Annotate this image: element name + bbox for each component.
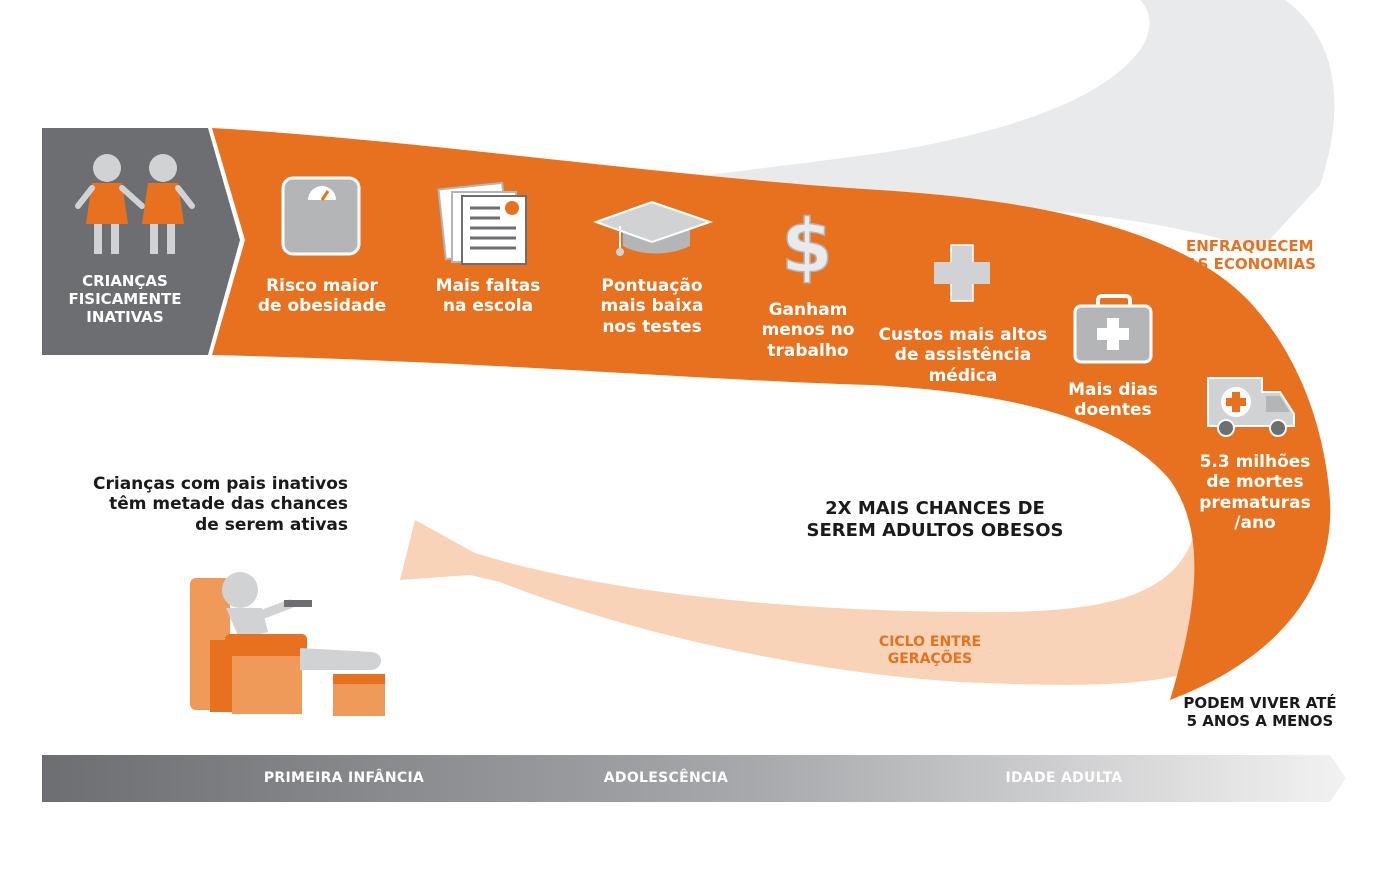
first-aid-kit-icon bbox=[1073, 294, 1153, 364]
band-label-costs: Custos mais altos de assistência médica bbox=[878, 325, 1048, 386]
band-label-school: Mais faltas na escola bbox=[435, 276, 541, 317]
band-label-deaths: 5.3 milhões de mortes prematuras /ano bbox=[1199, 452, 1311, 534]
start-box-label: CRIANÇAS FISICAMENTE INATIVAS bbox=[68, 272, 182, 326]
papers-icon bbox=[437, 181, 527, 265]
scale-icon bbox=[281, 176, 361, 256]
start-box bbox=[42, 128, 240, 355]
ambulance-icon bbox=[1207, 377, 1295, 437]
obese-label: 2X MAIS CHANCES DE SEREM ADULTOS OBESOS bbox=[806, 498, 1064, 541]
parents-label: Crianças com pais inativos têm metade da… bbox=[93, 474, 348, 535]
cycle-arrow bbox=[400, 520, 1240, 685]
dollar-icon: $ bbox=[781, 204, 833, 290]
person-armchair-icon bbox=[190, 572, 385, 716]
timeline-stage-adulthood: IDADE ADULTA bbox=[1005, 770, 1123, 786]
timeline-stage-early-childhood: PRIMEIRA INFÂNCIA bbox=[263, 770, 425, 786]
band-label-sick-days: Mais dias doentes bbox=[1068, 380, 1158, 421]
band-label-obesity: Risco maior de obesidade bbox=[257, 276, 387, 317]
band-label-tests: Pontuação mais baixa nos testes bbox=[600, 276, 704, 337]
graduation-cap-icon bbox=[593, 200, 714, 256]
economies-label: ENFRAQUECEM AS ECONOMIAS bbox=[1186, 237, 1316, 273]
medical-cross-icon bbox=[934, 244, 990, 302]
orange-band bbox=[212, 128, 1331, 700]
band-label-income: Ganham menos no trabalho bbox=[761, 300, 855, 361]
timeline-bar bbox=[42, 755, 1346, 802]
lifespan-label: PODEM VIVER ATÉ 5 ANOS A MENOS bbox=[1183, 694, 1337, 730]
cycle-label: CICLO ENTRE GERAÇÕES bbox=[878, 634, 982, 667]
children-icon bbox=[75, 154, 195, 254]
timeline-stage-adolescence: ADOLESCÊNCIA bbox=[603, 770, 729, 786]
